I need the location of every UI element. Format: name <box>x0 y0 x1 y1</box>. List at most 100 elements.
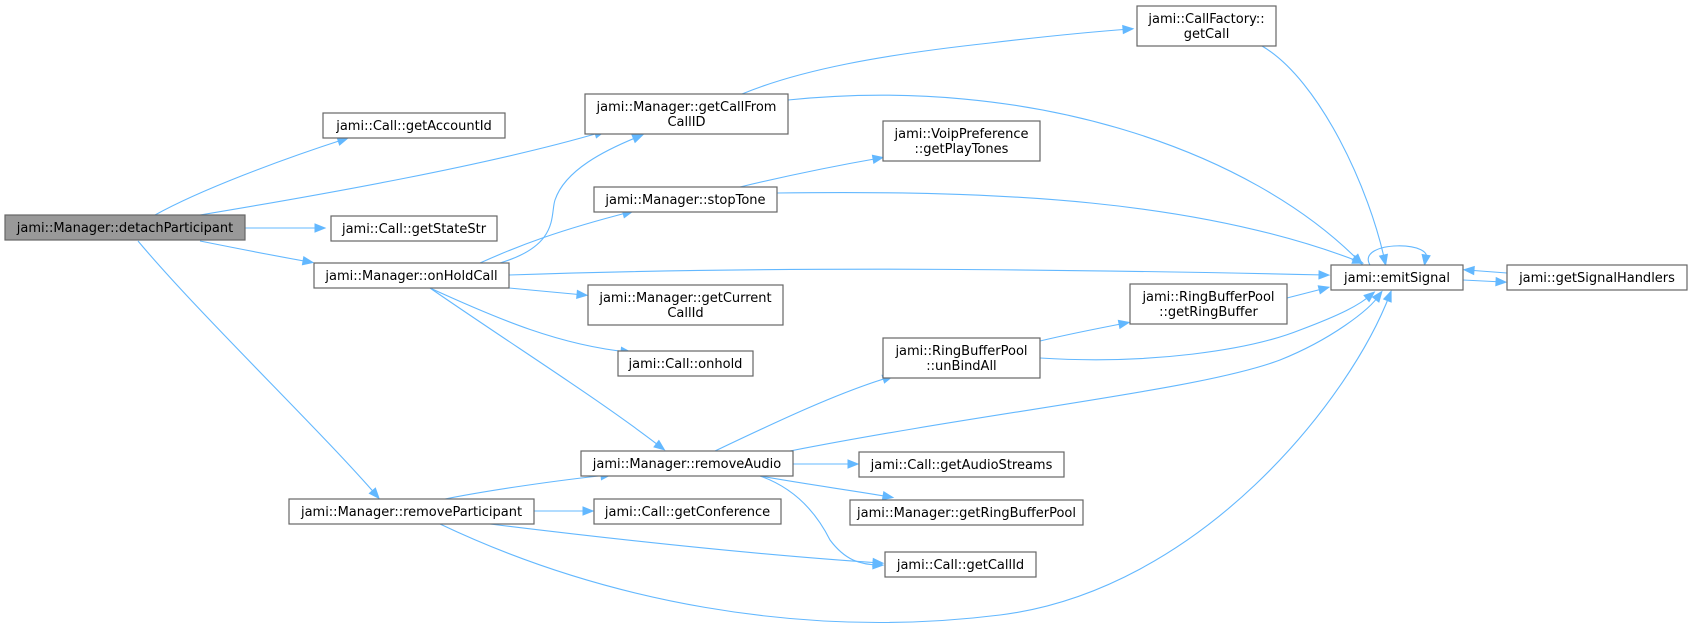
edge-line <box>741 28 1131 95</box>
node-getStateStr[interactable]: jami::Call::getStateStr <box>330 215 498 242</box>
edge-arrowhead <box>301 256 315 266</box>
node-box <box>330 215 498 242</box>
node-detachParticipant[interactable]: jami::Manager::detachParticipant <box>4 214 246 241</box>
edge-callFactoryGetCall-to-emitSignal <box>1261 45 1389 267</box>
node-getSignalHandlers[interactable]: jami::getSignalHandlers <box>1506 264 1688 291</box>
edge-detachParticipant-to-getStateStr <box>245 223 327 233</box>
node-getConference[interactable]: jami::Call::getConference <box>593 498 782 525</box>
node-label: jami::Manager::getCurrent <box>598 291 771 306</box>
edge-stopTone-to-getPlayTones <box>739 154 885 188</box>
edge-arrowhead <box>872 557 885 568</box>
edge-line <box>714 376 891 452</box>
node-box <box>593 186 778 213</box>
node-label: ::getRingBuffer <box>1159 305 1258 320</box>
edge-line <box>789 293 1381 452</box>
edge-detachParticipant-to-getAccountId <box>154 136 350 216</box>
edge-arrowhead <box>1117 319 1131 330</box>
node-getAccountId[interactable]: jami::Call::getAccountId <box>322 112 506 139</box>
node-box <box>4 214 246 241</box>
edge-arrowhead <box>1351 254 1365 264</box>
edge-detachParticipant-to-getCallFromCallID <box>199 129 607 216</box>
node-emitSignal[interactable]: jami::emitSignal <box>1330 264 1464 291</box>
node-label: jami::Call::onhold <box>628 357 743 372</box>
edge-line <box>759 475 881 566</box>
node-box <box>288 498 535 525</box>
node-stopTone[interactable]: jami::Manager::stopTone <box>593 186 778 213</box>
edge-arrowhead <box>1382 289 1392 303</box>
node-label: getCall <box>1184 27 1230 42</box>
edge-detachParticipant-to-onHoldCall <box>199 240 315 266</box>
node-label: jami::Call::getStateStr <box>341 222 487 237</box>
edge-line <box>429 287 629 353</box>
edge-line <box>1367 245 1428 266</box>
edge-arrowhead <box>1318 270 1331 280</box>
node-getRingBufferPool[interactable]: jami::Manager::getRingBufferPool <box>849 499 1084 526</box>
edge-arrowhead <box>314 223 327 233</box>
edge-removeParticipant-to-getCallId <box>489 523 885 568</box>
node-callFactoryGetCall[interactable]: jami::CallFactory::getCall <box>1136 5 1277 47</box>
node-label: CallID <box>667 115 705 130</box>
node-removeParticipant[interactable]: jami::Manager::removeParticipant <box>288 498 535 525</box>
node-box <box>617 350 754 377</box>
edge-line <box>787 94 1361 263</box>
node-getRingBuffer[interactable]: jami::RingBufferPool::getRingBuffer <box>1129 283 1288 325</box>
node-box <box>1129 283 1288 325</box>
edge-arrowhead <box>1421 253 1431 267</box>
edge-removeAudio-to-emitSignal <box>789 290 1383 452</box>
node-onHoldCall[interactable]: jami::Manager::onHoldCall <box>313 262 510 289</box>
node-box <box>882 120 1041 162</box>
node-onhold[interactable]: jami::Call::onhold <box>617 350 754 377</box>
node-label: jami::Call::getCallId <box>896 558 1024 573</box>
edge-unBindAll-to-emitSignal <box>1039 291 1376 361</box>
node-box <box>882 337 1041 379</box>
node-label: jami::getSignalHandlers <box>1518 271 1675 286</box>
node-box <box>584 93 789 135</box>
edge-removeAudio-to-getAudioStreams <box>793 459 860 469</box>
node-box <box>1330 264 1464 291</box>
edge-arrowhead <box>1462 265 1475 276</box>
edge-arrowhead <box>1317 285 1331 295</box>
edge-removeParticipant-to-getConference <box>534 506 595 516</box>
edge-onHoldCall-to-emitSignal <box>508 268 1331 280</box>
edge-arrowhead <box>881 491 895 501</box>
edge-removeParticipant-to-emitSignal <box>439 289 1392 623</box>
edge-emitSignal-to-getSignalHandlers <box>1462 276 1508 287</box>
node-label: jami::VoipPreference <box>894 127 1029 142</box>
node-label: jami::Manager::detachParticipant <box>16 221 233 236</box>
node-box <box>849 499 1084 526</box>
edge-line <box>199 240 311 263</box>
node-label: jami::RingBufferPool <box>1141 290 1274 305</box>
node-box <box>593 498 782 525</box>
edge-line <box>154 138 346 216</box>
edge-line <box>1261 45 1386 263</box>
edge-arrowhead <box>1363 291 1376 303</box>
edge-line <box>439 293 1391 623</box>
edge-line <box>137 240 378 497</box>
node-label: jami::Call::getAudioStreams <box>870 458 1053 473</box>
edge-arrowhead <box>582 506 595 516</box>
node-label: jami::Manager::onHoldCall <box>324 269 497 284</box>
node-label: CallId <box>667 306 703 321</box>
edges-layer <box>137 24 1508 623</box>
node-label: jami::Manager::stopTone <box>604 193 765 208</box>
node-removeAudio[interactable]: jami::Manager::removeAudio <box>580 450 794 477</box>
edge-onHoldCall-to-removeAudio <box>429 287 666 451</box>
node-label: ::unBindAll <box>926 359 996 374</box>
node-label: jami::Manager::getCallFrom <box>596 100 777 115</box>
node-getAudioStreams[interactable]: jami::Call::getAudioStreams <box>858 451 1065 478</box>
nodes-layer: jami::Manager::detachParticipantjami::Ca… <box>4 5 1688 578</box>
node-getPlayTones[interactable]: jami::VoipPreference::getPlayTones <box>882 120 1041 162</box>
edge-line <box>479 211 631 264</box>
edge-emitSignal-to-emitSignal <box>1367 245 1431 267</box>
edge-detachParticipant-to-removeParticipant <box>137 240 380 500</box>
node-box <box>313 262 510 289</box>
edge-arrowhead <box>368 487 380 500</box>
edge-arrowhead <box>576 289 589 300</box>
node-unBindAll[interactable]: jami::RingBufferPool::unBindAll <box>882 337 1041 379</box>
edge-line <box>489 523 881 564</box>
node-box <box>858 451 1065 478</box>
node-getCallId[interactable]: jami::Call::getCallId <box>884 551 1037 578</box>
